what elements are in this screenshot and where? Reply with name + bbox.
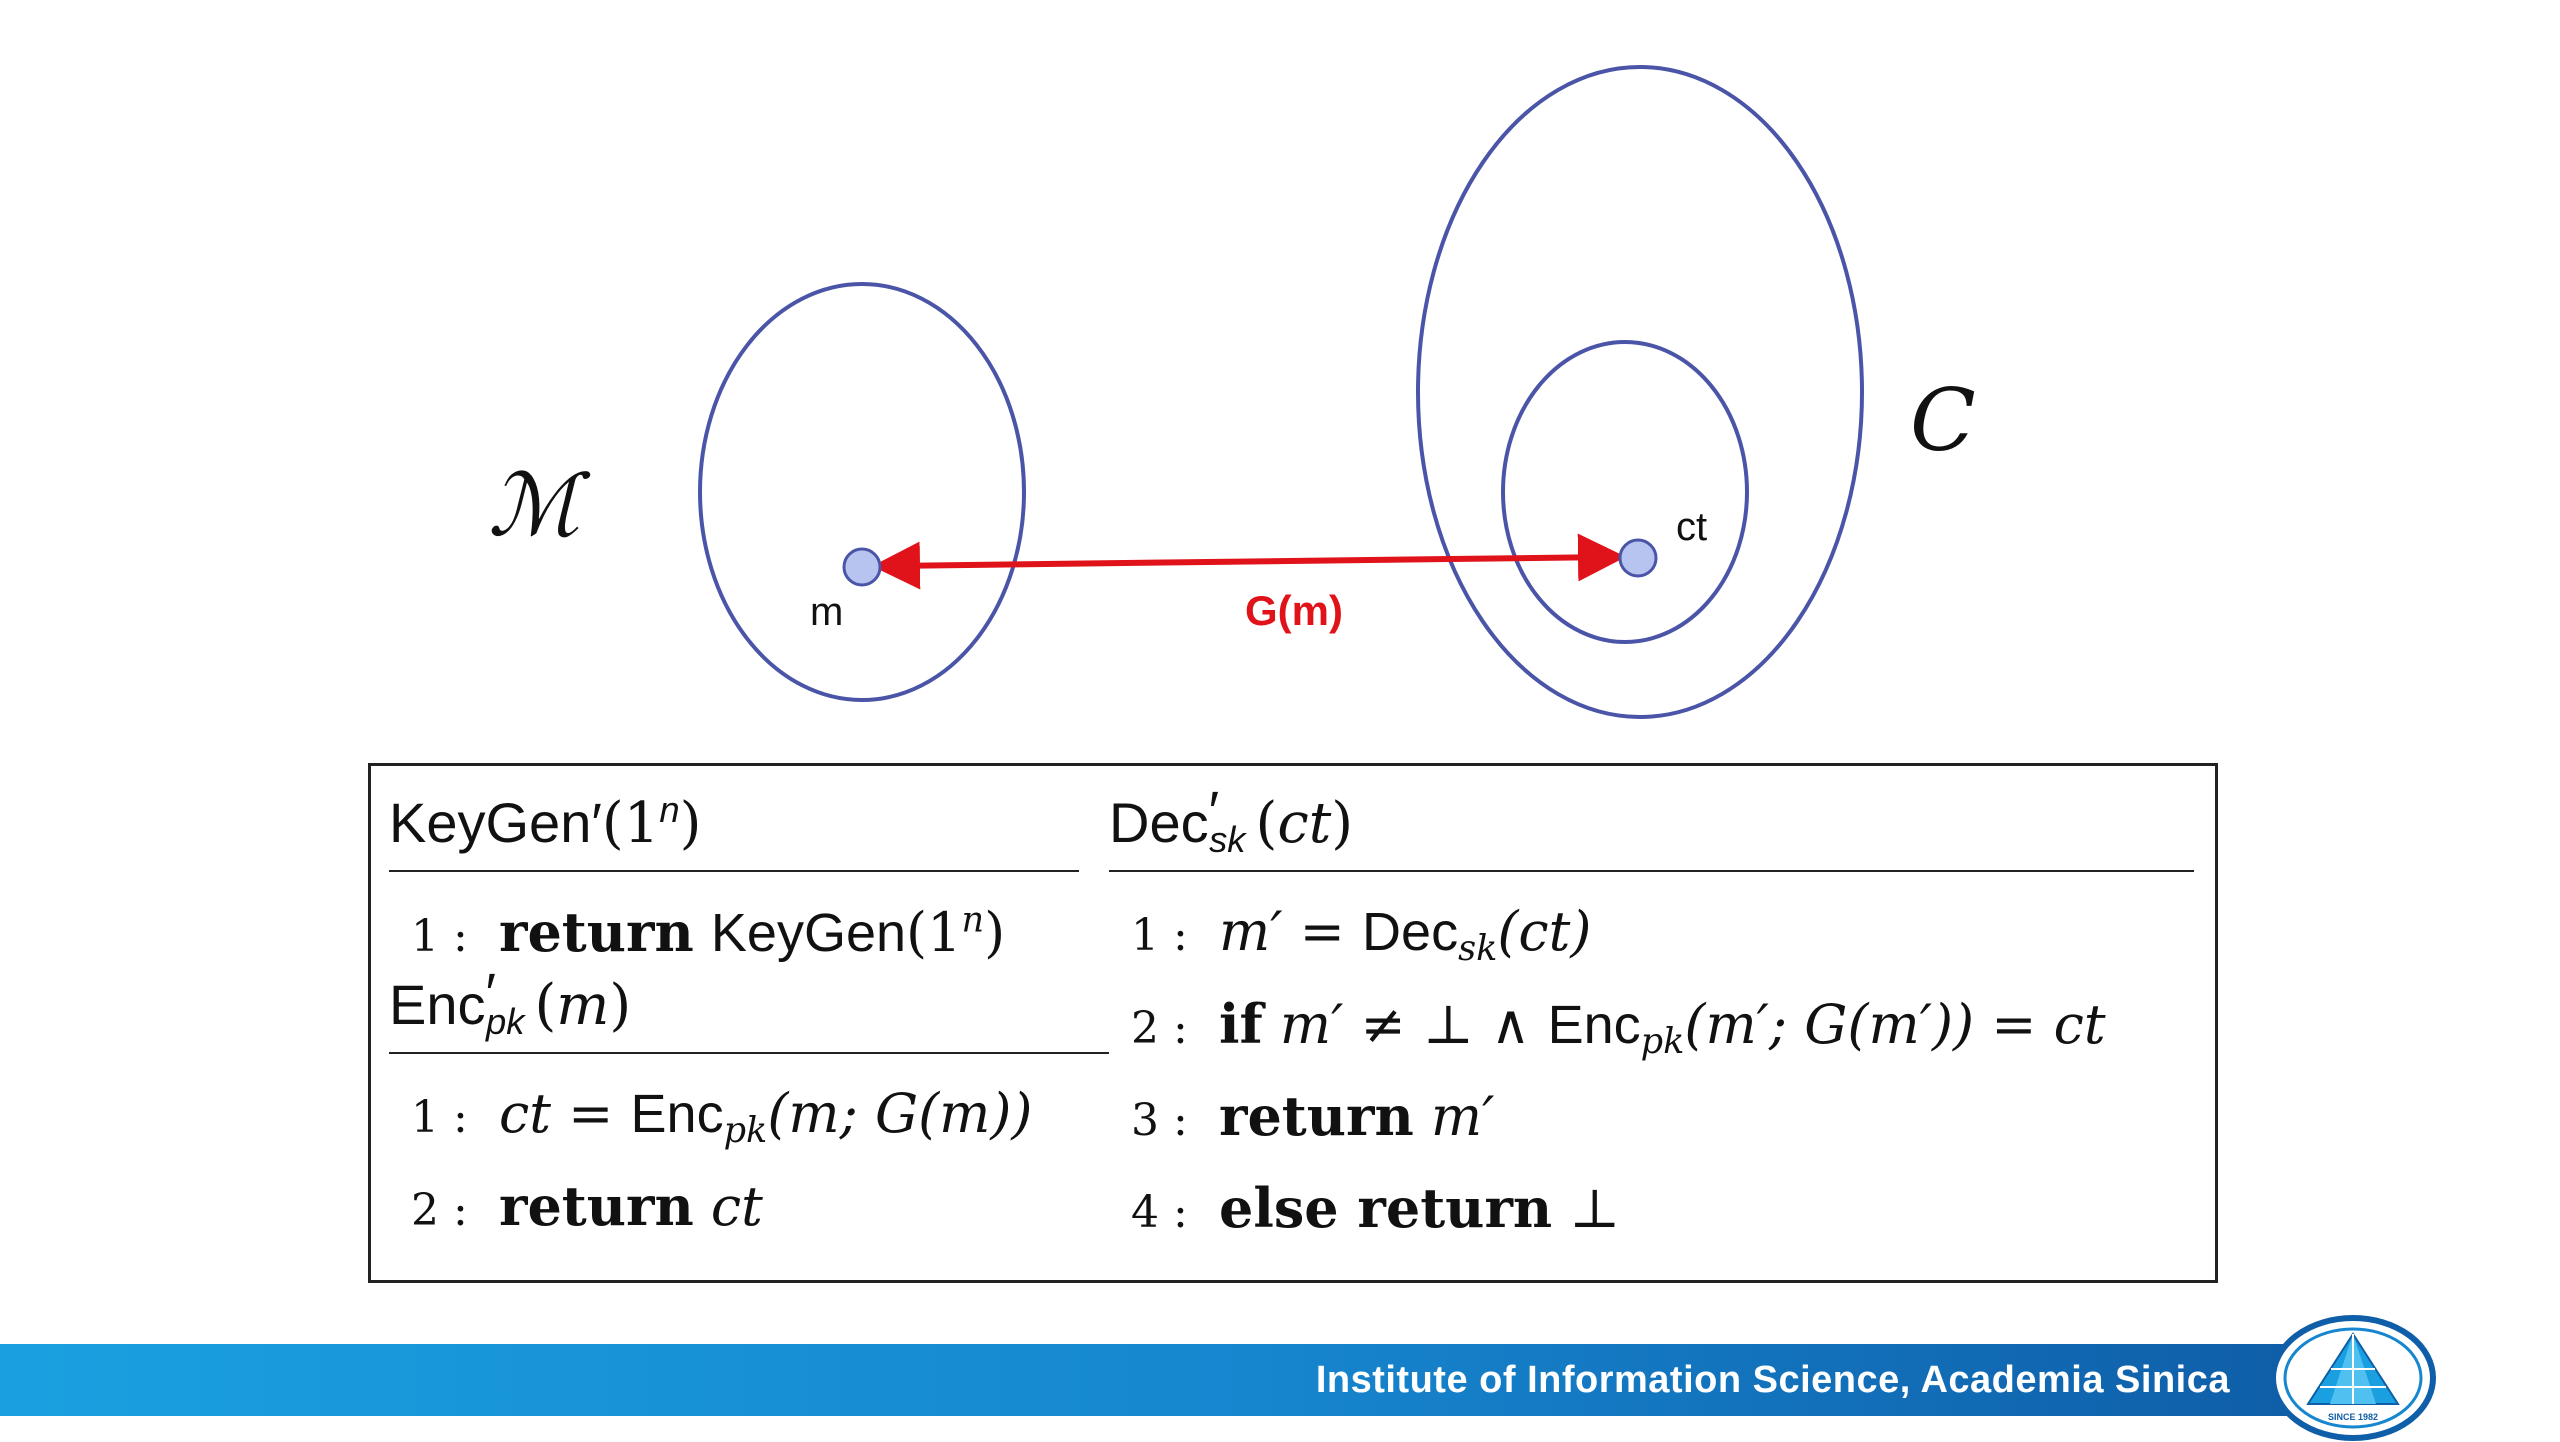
dec-sub: sk bbox=[1209, 819, 1246, 861]
function-name: Enc bbox=[630, 1084, 724, 1144]
text: m′ ≠ ⊥ ∧ bbox=[1262, 993, 1548, 1056]
line-number: 2 : bbox=[411, 1185, 468, 1236]
enc-procedure: Enc′pk(m) 1 :ct = Encpk(m; G(m)) 2 :retu… bbox=[389, 961, 1109, 1252]
function-arg: 1 bbox=[927, 901, 962, 964]
line-number: 3 : bbox=[1131, 1095, 1188, 1146]
dec-prime: ′ bbox=[1208, 779, 1220, 842]
dec-name: Dec bbox=[1109, 791, 1209, 854]
mapping-diagram: ℳ C m ct G(m) bbox=[488, 65, 1976, 719]
enc-rule bbox=[389, 1052, 1109, 1054]
left-column: KeyGen′(1n) 1 :return KeyGen(1n) Enc′pk(… bbox=[389, 766, 1479, 1252]
keygen-header: KeyGen′(1n) bbox=[389, 788, 702, 856]
academia-sinica-logo: SINCE 1982 bbox=[2270, 1315, 2436, 1441]
line-number: 4 : bbox=[1131, 1187, 1188, 1238]
function-args: (m′; G(m′)) = ct bbox=[1684, 993, 2106, 1056]
svg-text:SINCE 1982: SINCE 1982 bbox=[2328, 1412, 2378, 1422]
function-sub: pk bbox=[723, 1109, 768, 1151]
mapping-arrow bbox=[872, 533, 1626, 590]
keygen-arg-sup: n bbox=[659, 788, 680, 830]
function-args: (m; G(m)) bbox=[767, 1082, 1033, 1145]
message-point-label: m bbox=[810, 590, 843, 634]
ciphertext-space-ellipse bbox=[1416, 65, 1864, 719]
keygen-name: KeyGen bbox=[389, 791, 592, 854]
function-name: Enc bbox=[1547, 995, 1641, 1055]
dec-line-2: 2 : if m′ ≠ ⊥ ∧ Encpk(m′; G(m′)) = ct bbox=[1109, 978, 2194, 1070]
algorithm-box: KeyGen′(1n) 1 :return KeyGen(1n) Enc′pk(… bbox=[368, 763, 2218, 1283]
return-value: ⊥ bbox=[1569, 1177, 1621, 1240]
enc-line-1: 1 : ct = Encpk(m; G(m)) bbox=[389, 1068, 1109, 1160]
dec-arg: ct bbox=[1277, 791, 1332, 856]
function-sub: pk bbox=[1640, 1020, 1685, 1062]
enc-sub: pk bbox=[486, 1001, 525, 1043]
ciphertext-space-label: C bbox=[1910, 371, 1976, 471]
return-value: m′ bbox=[1430, 1085, 1495, 1148]
enc-prime: ′ bbox=[485, 961, 497, 1024]
line-number: 2 : bbox=[1131, 1003, 1188, 1054]
keygen-procedure: KeyGen′(1n) 1 :return KeyGen(1n) bbox=[389, 788, 1079, 978]
keyword: return bbox=[499, 900, 694, 964]
line-number: 1 : bbox=[411, 1092, 468, 1143]
ciphertext-point-label: ct bbox=[1676, 505, 1707, 549]
enc-name: Enc bbox=[389, 973, 486, 1036]
keygen-arg: 1 bbox=[623, 791, 660, 856]
keyword: else return bbox=[1219, 1176, 1553, 1240]
dec-line-3: 3 : return m′ bbox=[1109, 1070, 2194, 1162]
footer-bar: Institute of Information Science, Academ… bbox=[0, 1344, 2290, 1416]
keygen-rule bbox=[389, 870, 1079, 872]
function-name: KeyGen bbox=[710, 903, 907, 963]
right-column: Dec′sk(ct) 1 :m′ = Decsk(ct) 2 :if m′ ≠ … bbox=[1109, 766, 2194, 1254]
function-args: (ct) bbox=[1497, 900, 1592, 963]
dec-rule bbox=[1109, 870, 2194, 872]
message-space-ellipse bbox=[698, 282, 1026, 702]
enc-arg: m bbox=[556, 973, 610, 1038]
equals: = bbox=[550, 1082, 631, 1145]
message-point bbox=[842, 547, 882, 587]
dec-header: Dec′sk(ct) bbox=[1109, 779, 1354, 861]
image-subset-ellipse bbox=[1501, 340, 1749, 644]
keyword: return bbox=[1219, 1084, 1414, 1148]
function-arg-sup: n bbox=[961, 899, 985, 941]
line-number: 1 : bbox=[1131, 910, 1188, 961]
return-value: ct bbox=[710, 1175, 763, 1238]
line-number: 1 : bbox=[411, 911, 468, 962]
keygen-line-1: 1 :return KeyGen(1n) bbox=[389, 886, 1079, 978]
keyword: return bbox=[499, 1174, 694, 1238]
text: m′ = bbox=[1219, 900, 1363, 963]
keyword: if bbox=[1219, 992, 1263, 1056]
function-sub: sk bbox=[1458, 927, 1498, 969]
enc-header: Enc′pk(m) bbox=[389, 961, 632, 1043]
institution-name: Institute of Information Science, Academ… bbox=[1315, 1359, 2230, 1401]
lhs: ct bbox=[499, 1082, 551, 1145]
arrow-label: G(m) bbox=[1245, 587, 1343, 634]
dec-line-4: 4 : else return ⊥ bbox=[1109, 1162, 2194, 1254]
ciphertext-point bbox=[1618, 538, 1658, 578]
dec-line-1: 1 : m′ = Decsk(ct) bbox=[1109, 886, 2194, 978]
keygen-prime: ′ bbox=[591, 791, 602, 854]
enc-line-2: 2 : return ct bbox=[389, 1160, 1109, 1252]
message-space-label: ℳ bbox=[488, 456, 591, 556]
function-name: Dec bbox=[1362, 902, 1459, 962]
